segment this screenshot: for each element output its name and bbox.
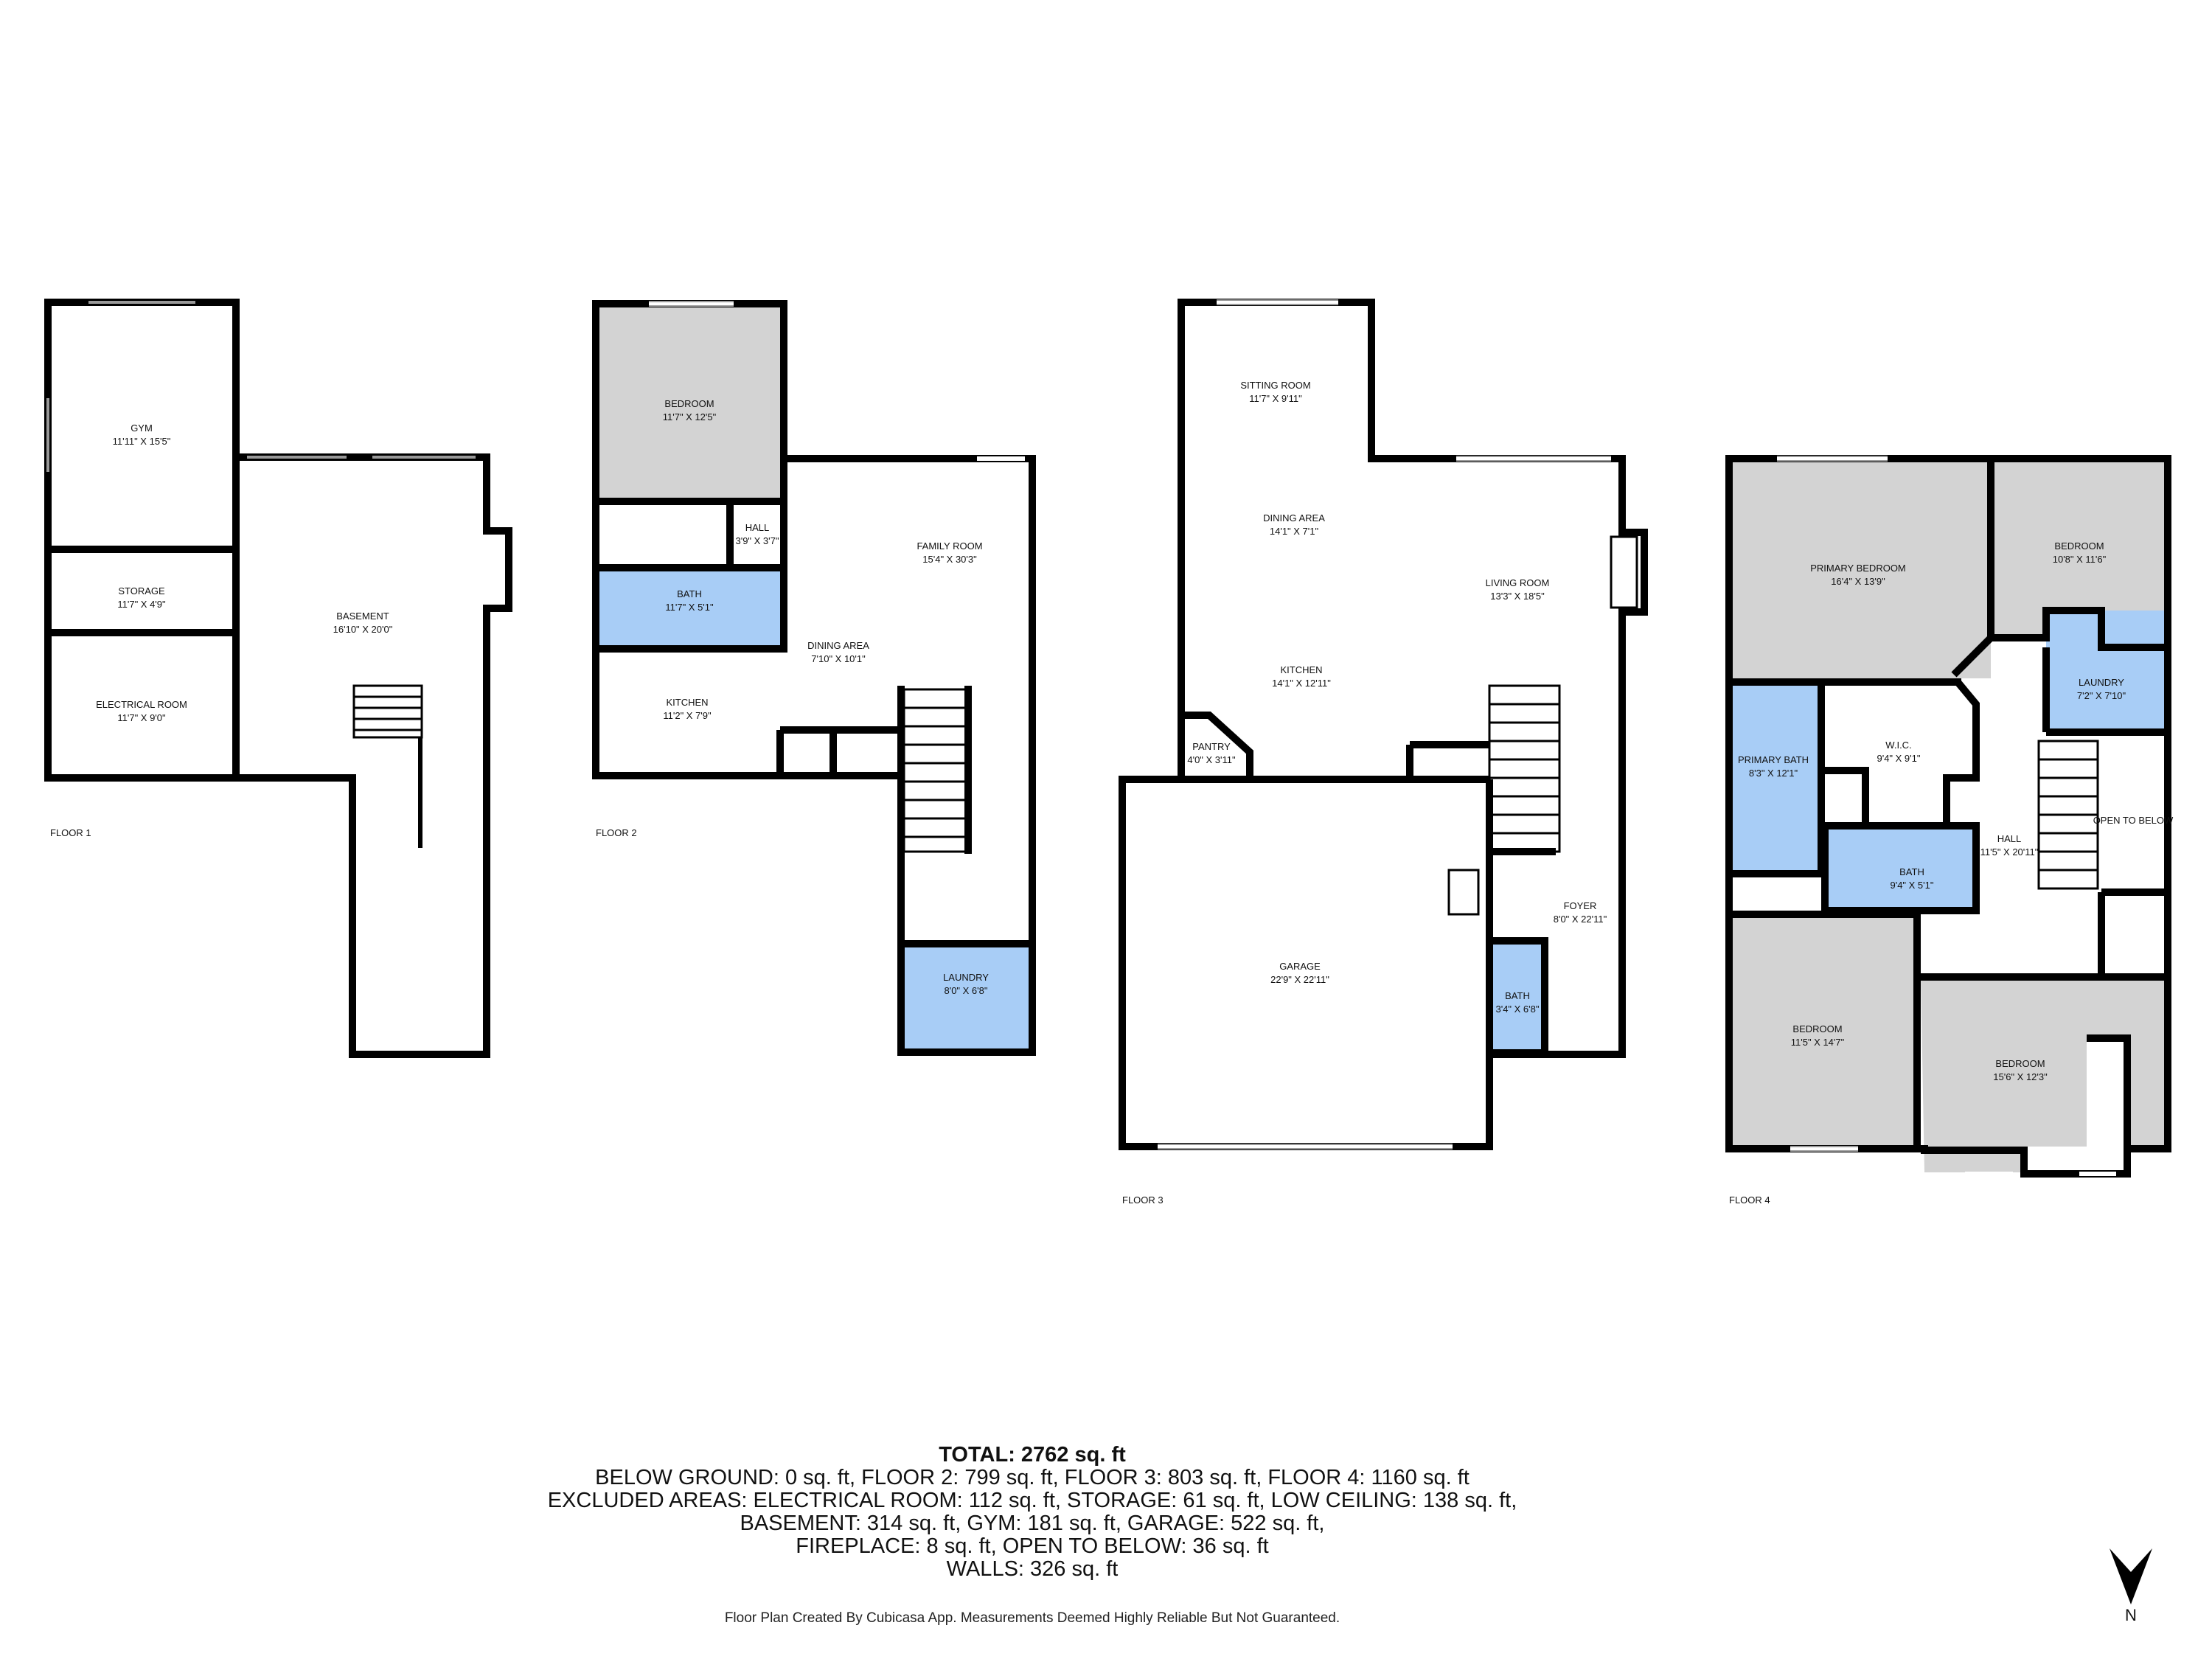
floor-4-bedroom-sw-shape [1729,918,1917,1149]
room-dims: 11'7" X 4'9" [117,599,166,610]
north-arrow-icon [2110,1548,2152,1604]
room-name: LAUNDRY [943,972,989,983]
room-name: FOYER [1564,900,1597,911]
compass: N [2105,1547,2157,1630]
room-dims: 7'2" X 7'10" [2077,690,2126,701]
room-dims: 22'9" X 22'11" [1270,974,1329,985]
summary-line: BASEMENT: 314 sq. ft, GYM: 181 sq. ft, G… [740,1512,1325,1535]
room-name: PRIMARY BEDROOM [1810,563,1906,574]
room-name: DINING AREA [1263,512,1325,524]
room-dims: 11'7" X 9'11" [1249,393,1302,404]
summary-line: EXCLUDED AREAS: ELECTRICAL ROOM: 112 sq.… [547,1489,1517,1512]
window-lines [649,299,1888,1152]
room-labels: GYM 11'11" X 15'5" STORAGE 11'7" X 4'9" … [96,380,2174,1082]
room-name: BATH [1505,990,1530,1001]
room-name: GYM [131,422,153,434]
room-name: FAMILY ROOM [917,540,982,552]
room-name: SITTING ROOM [1240,380,1310,391]
room-name: LAUNDRY [2079,677,2124,688]
floor-4-primary-bath-shape [1729,682,1823,874]
summary-line: FIREPLACE: 8 sq. ft, OPEN TO BELOW: 36 s… [796,1534,1269,1558]
floor-3-plan [1119,299,1648,1150]
room-dims: 11'7" X 12'5" [663,411,717,422]
room-name: BEDROOM [664,398,714,409]
room-dims: 3'4" X 6'8" [1495,1004,1539,1015]
floor-3-stairs [1488,684,1561,853]
room-dims: 7'10" X 10'1" [811,653,866,664]
room-name: BASEMENT [336,611,389,622]
room-name: PANTRY [1192,741,1231,752]
room-dims: 10'8" X 11'6" [2053,554,2107,565]
window-gaps [649,300,2116,1176]
fireplace-shape [1610,535,1638,609]
floor-1-windows [46,301,476,472]
room-name: OPEN TO BELOW [2093,815,2174,826]
room-dims: 11'7" X 5'1" [665,602,714,613]
room-name: W.I.C. [1885,740,1911,751]
room-name: KITCHEN [666,697,708,708]
credit-note: Floor Plan Created By Cubicasa App. Meas… [724,1610,1340,1626]
room-name: DINING AREA [807,640,869,651]
room-dims: 11'7" X 9'0" [117,712,166,723]
floor-2-laundry-shape [897,940,1036,1056]
room-name: KITCHEN [1280,664,1322,675]
room-dims: 14'1" X 7'1" [1270,526,1319,537]
room-name: BEDROOM [1792,1023,1842,1034]
floor-2-plan [592,300,1036,1056]
room-dims: 8'0" X 6'8" [944,985,987,996]
room-dims: 11'11" X 15'5" [113,436,171,447]
room-dims: 11'5" X 20'11" [1980,846,2039,858]
room-dims: 13'3" X 18'5" [1490,591,1545,602]
floor-label: FLOOR 1 [50,827,91,838]
room-name: LIVING ROOM [1486,577,1550,588]
room-dims: 16'10" X 20'0" [333,624,393,635]
floor-label: FLOOR 4 [1729,1194,1770,1206]
room-name: BATH [677,588,702,599]
room-dims: 16'4" X 13'9" [1831,576,1885,587]
floor-4-stairs [2037,740,2099,890]
floor-1-plan [44,299,512,1058]
room-dims: 15'6" X 12'3" [1993,1071,2048,1082]
room-dims: 11'2" X 7'9" [663,710,712,721]
room-dims: 4'0" X 3'11" [1187,754,1236,765]
floor-1-stairs [352,684,423,739]
floor-4-primary-bedroom-shape [1729,459,1991,678]
room-dims: 15'4" X 30'3" [922,554,977,565]
compass-label: N [2125,1606,2137,1624]
floor-4-bath-shape [1825,826,1976,911]
floor-4-bedroom-se-shape [1921,977,2168,1172]
floor-labels: FLOOR 1 FLOOR 2 FLOOR 3 FLOOR 4 [50,827,1770,1206]
room-dims: 9'4" X 9'1" [1877,753,1920,764]
room-name: HALL [1997,833,2022,844]
floor-label: FLOOR 3 [1122,1194,1164,1206]
summary-line: WALLS: 326 sq. ft [946,1557,1119,1581]
floor-3-bath-shape [1486,937,1548,1057]
room-name: HALL [745,522,770,533]
room-dims: 8'0" X 22'11" [1554,914,1607,925]
room-dims: 3'9" X 3'7" [735,535,779,546]
floor-label: FLOOR 2 [596,827,637,838]
room-name: PRIMARY BATH [1738,754,1809,765]
total-area: TOTAL: 2762 sq. ft [939,1443,1126,1467]
room-name: BEDROOM [2054,540,2104,552]
room-dims: 9'4" X 5'1" [1890,880,1933,891]
floor-2-stairs [902,688,968,853]
floor-4-laundry-shape [2046,611,2168,732]
room-name: BATH [1899,866,1924,877]
floor-4-plan [1725,455,2171,1178]
room-name: GARAGE [1279,961,1321,972]
room-name: ELECTRICAL ROOM [96,699,187,710]
summary-line: BELOW GROUND: 0 sq. ft, FLOOR 2: 799 sq.… [595,1466,1470,1489]
room-dims: 11'5" X 14'7" [1791,1037,1845,1048]
room-dims: 8'3" X 12'1" [1749,768,1798,779]
area-summary: TOTAL: 2762 sq. ft BELOW GROUND: 0 sq. f… [442,1444,1622,1581]
room-dims: 14'1" X 12'11" [1272,678,1331,689]
room-name: STORAGE [118,585,165,597]
room-name: BEDROOM [1995,1058,2045,1069]
